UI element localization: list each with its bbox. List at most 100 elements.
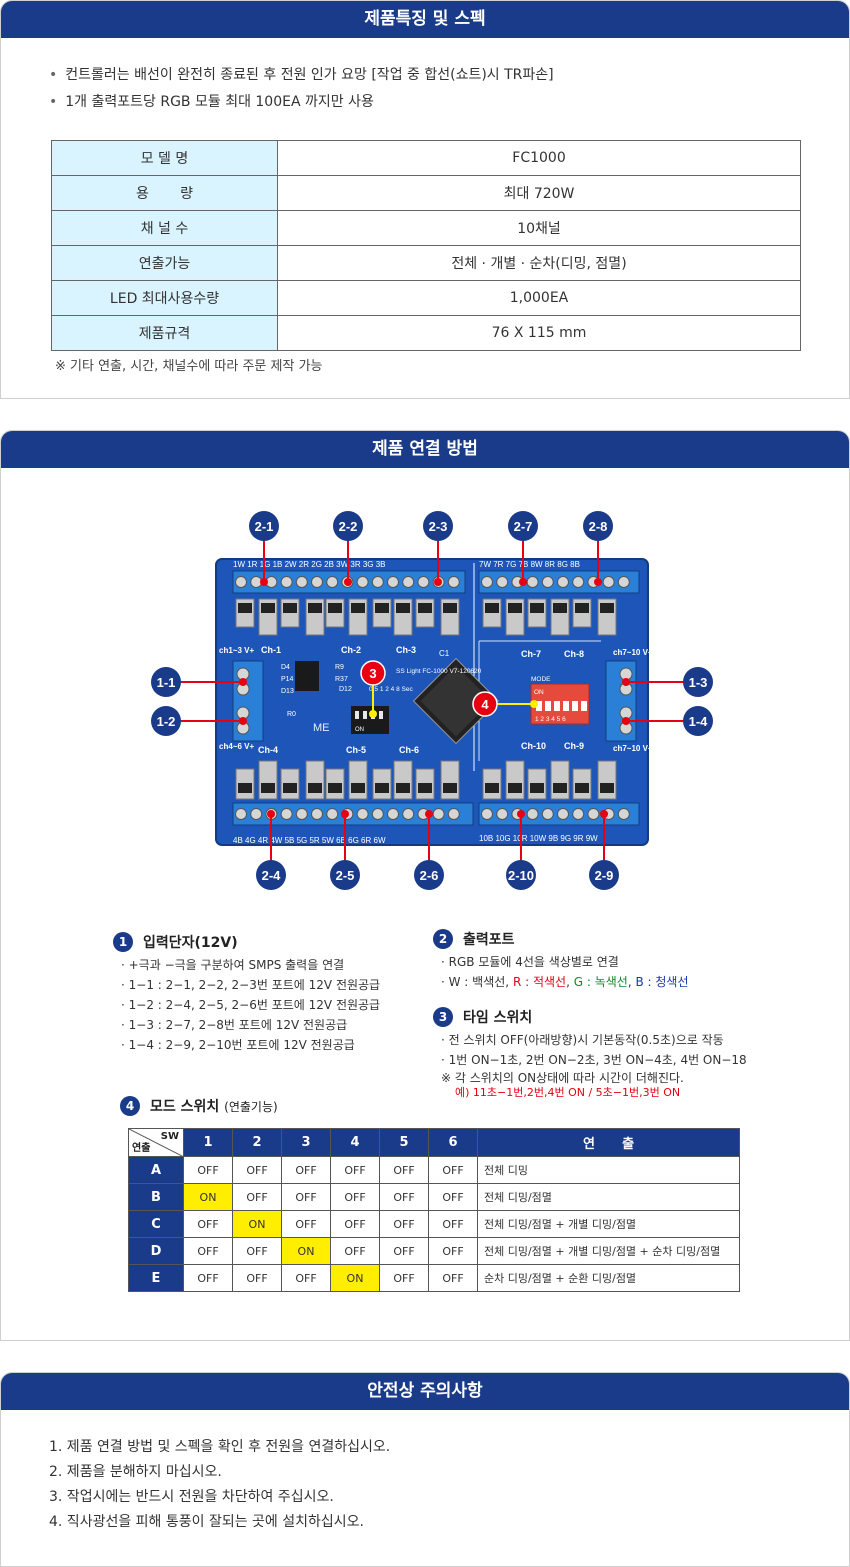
legend-title: 모드 스위치: [150, 1099, 220, 1115]
spec-value: 10채널: [277, 210, 801, 246]
heatsink: [550, 760, 570, 800]
ch-label: Ch-3: [396, 645, 416, 655]
port-marker-2-2: [333, 511, 363, 541]
switch-state-cell: OFF: [330, 1210, 380, 1238]
marker-4-text: 4: [481, 697, 489, 712]
input-marker-1-3: [683, 667, 713, 697]
port-marker-2-10: [506, 860, 536, 890]
switch-state-cell: OFF: [281, 1210, 331, 1238]
ch-label: Ch-4: [258, 745, 278, 755]
switch-state-cell: OFF: [379, 1156, 429, 1184]
legend-line: · 1−4 : 2−9, 2−10번 포트에 12V 전원공급: [121, 1038, 355, 1052]
effect-header: 연 출: [477, 1128, 740, 1157]
switch-state-cell: OFF: [281, 1183, 331, 1211]
mode-sw-numbers: 1 2 3 4 5 6: [535, 716, 566, 723]
ch-label: Ch-8: [564, 649, 584, 659]
spec-key: 연출가능: [51, 245, 278, 281]
color-green-label: G : 녹색선: [573, 975, 628, 989]
legend-line: · 1−3 : 2−7, 2−8번 포트에 12V 전원공급: [121, 1018, 348, 1032]
features-bullets: 컨트롤러는 배선이 완전히 종료된 후 전원 인가 요망 [작업 중 합선(쇼트…: [49, 65, 553, 119]
part-label: D12: [339, 686, 352, 693]
heatsink: [597, 760, 617, 800]
mode-label: MODE: [531, 676, 551, 683]
part-label: C1: [439, 649, 450, 658]
spec-value: 최대 720W: [277, 175, 801, 211]
color-white-label: · W : 백색선,: [441, 975, 510, 989]
switch-state-cell: OFF: [232, 1156, 282, 1184]
power-label-left-bottom: ch4~6 V+: [219, 742, 254, 751]
safety-item: 3. 작업시에는 반드시 전원을 차단하여 주십시오.: [49, 1489, 334, 1505]
features-title: 제품특징 및 스펙: [1, 1, 849, 38]
switch-state-cell: OFF: [330, 1237, 380, 1265]
port-marker-2-8-text: 2-8: [589, 519, 608, 534]
legend-note: ※ 각 스위치의 ON상태에 따라 시간이 더해진다.: [441, 1071, 684, 1085]
col-header: 1: [183, 1128, 233, 1157]
heatsink: [348, 760, 368, 800]
switch-state-cell: OFF: [428, 1237, 478, 1265]
port-marker-2-5: [330, 860, 360, 890]
port-marker-2-1: [249, 511, 279, 541]
input-marker-1-4-text: 1-4: [689, 714, 709, 729]
spec-value: 76 X 115 mm: [277, 315, 801, 351]
port-marker-2-6: [414, 860, 444, 890]
legend-title: 출력포트: [463, 932, 515, 948]
legend-title: 타임 스위치: [463, 1010, 533, 1026]
legend-line-colors: · W : 백색선, R : 적색선, G : 녹색선, B : 청색선: [441, 975, 689, 989]
switch-state-cell: ON: [281, 1237, 331, 1265]
me-label: ME: [313, 722, 330, 734]
switch-state-cell: OFF: [183, 1237, 233, 1265]
marker-3-text: 3: [369, 666, 376, 681]
col-header: 2: [232, 1128, 282, 1157]
heatsink: [258, 760, 278, 800]
brand-label: SS Light FC-1000 V7-120620: [396, 668, 482, 675]
part-label: D4: [281, 664, 290, 671]
col-header: 6: [428, 1128, 478, 1157]
legend-subtitle: (연출기능): [224, 1099, 278, 1114]
port-marker-2-9-text: 2-9: [595, 868, 614, 883]
switch-state-cell: ON: [232, 1210, 282, 1238]
part-label: D13: [281, 688, 294, 695]
switch-state-cell: OFF: [428, 1210, 478, 1238]
port-marker-2-4-text: 2-4: [262, 868, 282, 883]
input-marker-1-1: [151, 667, 181, 697]
ch-label: Ch-10: [521, 741, 546, 751]
spec-key: LED 최대사용수량: [51, 280, 278, 316]
safety-section: 안전상 주의사항 1. 제품 연결 방법 및 스펙을 확인 후 전원을 연결하십…: [0, 1372, 850, 1567]
bottom-terminal-labels: 4B 4G 4R 4W 5B 5G 5R 5W 6B 6G 6R 6W: [233, 836, 386, 845]
legend-line: · 전 스위치 OFF(아래방향)시 기본동작(0.5초)으로 작동: [441, 1033, 724, 1047]
heatsink: [505, 760, 525, 800]
marker-4: [472, 691, 498, 717]
spec-key: 제품규격: [51, 315, 278, 351]
mode-description: 전체 디밍/점멸 + 개별 디밍/점멸 + 순차 디밍/점멸: [477, 1237, 740, 1265]
part-label: R0: [287, 711, 296, 718]
port-marker-2-1-text: 2-1: [255, 519, 274, 534]
corner-mode: 연출: [132, 1143, 151, 1154]
switch-state-cell: ON: [183, 1183, 233, 1211]
mode-row-label: B: [128, 1183, 184, 1211]
mode-row-label: C: [128, 1210, 184, 1238]
mode-table-header: SW 연출 1 2 3 4 5 6 연 출: [128, 1128, 740, 1157]
port-marker-2-9: [589, 860, 619, 890]
connection-title: 제품 연결 방법: [1, 431, 849, 468]
mode-row-label: D: [128, 1237, 184, 1265]
mode-row-label: A: [128, 1156, 184, 1184]
ic-chip: [295, 661, 319, 691]
spec-key: 모 델 명: [51, 140, 278, 176]
heatsink: [440, 760, 460, 800]
ch-label: Ch-1: [261, 645, 281, 655]
port-marker-2-3: [423, 511, 453, 541]
spec-value: 전체 · 개별 · 순차(디밍, 점멸): [277, 245, 801, 281]
part-label: R37: [335, 676, 348, 683]
legend-timer-switch: 3 타임 스위치 · 전 스위치 OFF(아래방향)시 기본동작(0.5초)으로 …: [433, 1006, 747, 1100]
legend-number: 3: [433, 1007, 453, 1027]
